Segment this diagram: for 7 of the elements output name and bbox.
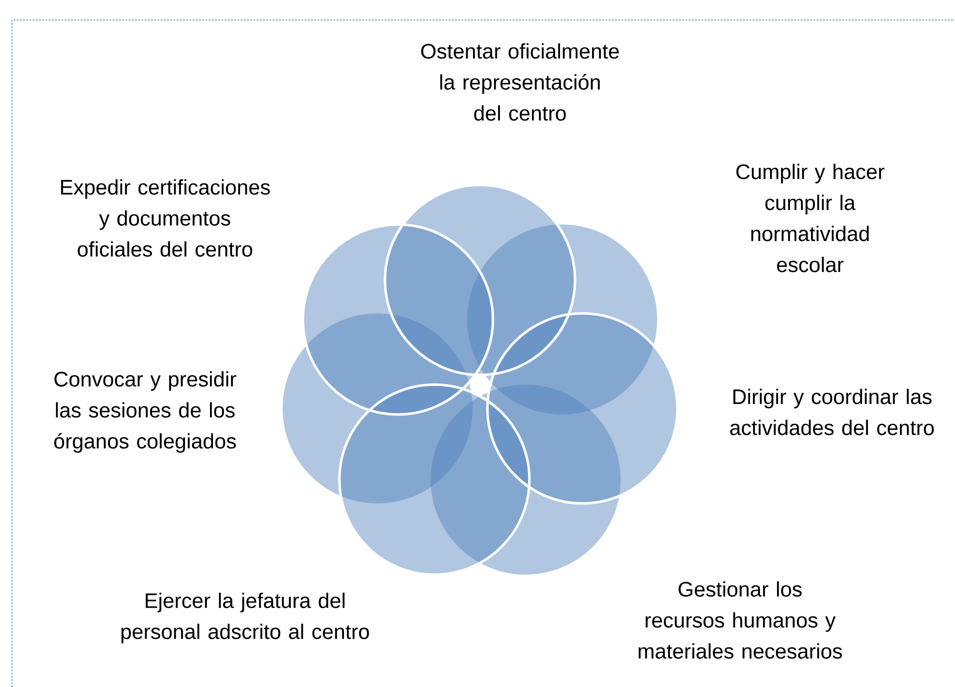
label-text: Expedir certificaciones y documentos oficiales del centro bbox=[61, 179, 270, 257]
label-text: Convocar y presidir las sesiones de los órganos colegiados bbox=[54, 371, 236, 453]
label-text: Ejercer la jefatura del personal adscrito al centro bbox=[121, 592, 369, 644]
label-text: Ostentar oficialmente la representación del centro bbox=[421, 43, 619, 121]
label-text: Cumplir y hacer cumplir la normatividad escolar bbox=[736, 164, 884, 272]
label-text: Dirigir y coordinar las actividades del centro bbox=[730, 388, 934, 436]
label-text: Gestionar los recursos humanos y materiales necesarios bbox=[638, 581, 842, 659]
